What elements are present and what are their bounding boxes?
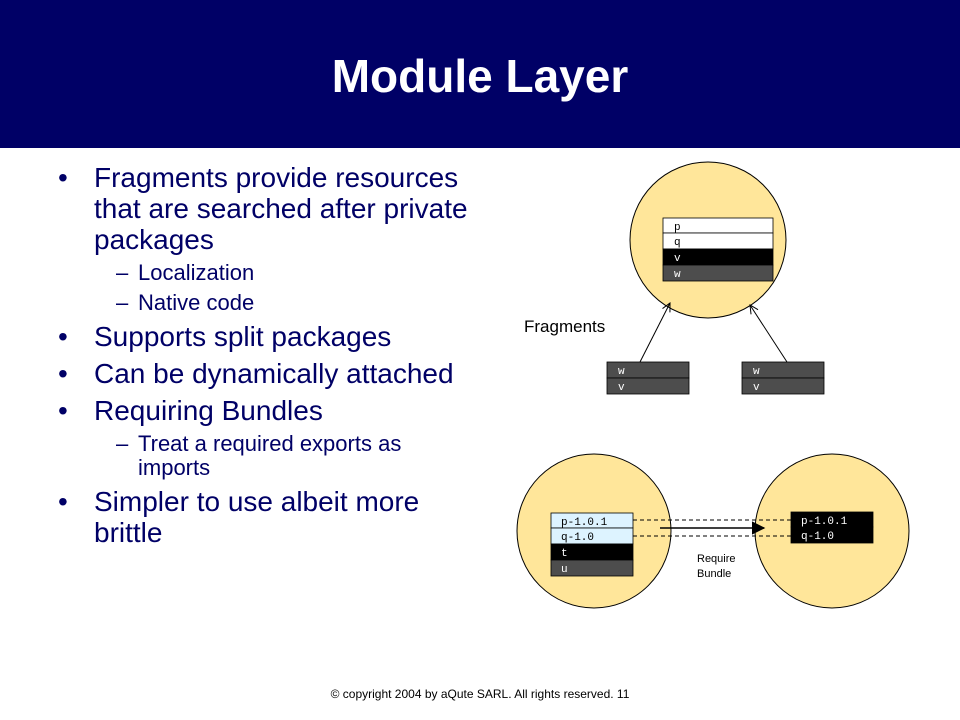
slide-title: Module Layer: [331, 50, 629, 102]
package-name: p: [674, 222, 681, 234]
bullet-text: Supports split packages: [94, 321, 392, 352]
bullet-text: Fragments provide resources that are sea…: [94, 162, 468, 255]
sub-bullet-item: – Treat a required exports as imports: [58, 432, 468, 480]
bullet-text: Simpler to use albeit more brittle: [94, 486, 420, 548]
fragment-arrow: [750, 305, 788, 363]
bullet-item: • Supports split packages: [58, 321, 468, 352]
package-name: q: [674, 237, 681, 249]
package-cell: [662, 217, 774, 234]
package-cell: [741, 377, 825, 395]
package-cell: [606, 361, 690, 379]
sub-bullet-item: – Localization: [58, 261, 468, 285]
bullet-dot: •: [58, 395, 68, 426]
sub-bullet-item: – Native code: [58, 291, 468, 315]
package-cell: [741, 361, 825, 379]
host-package-list: p q v w: [662, 217, 774, 282]
package-cell: [790, 511, 874, 528]
dash-marker: –: [116, 431, 129, 456]
package-cell: [550, 559, 634, 577]
bullet-item: • Fragments provide resources that are s…: [58, 162, 468, 255]
sub-bullet-text: Localization: [138, 260, 255, 285]
dash-marker: –: [116, 260, 129, 285]
dash-marker: –: [116, 290, 129, 315]
package-cell: [662, 264, 774, 282]
bullet-dot: •: [58, 321, 68, 352]
sub-bullet-text: Native code: [138, 290, 255, 315]
package-name: w: [618, 366, 625, 378]
package-cell: [550, 527, 634, 545]
bundle-label: Bundle: [697, 568, 731, 580]
package-name: w: [753, 366, 760, 378]
bullet-text: Requiring Bundles: [94, 395, 323, 426]
bullet-item: • Can be dynamically attached: [58, 358, 468, 389]
package-name: p-1.0.1: [801, 516, 848, 528]
package-name: q-1.0: [801, 531, 834, 543]
bullet-dot: •: [58, 486, 68, 517]
bullet-item: • Simpler to use albeit more brittle: [58, 486, 468, 548]
package-cell: [550, 543, 634, 561]
bullet-list: • Fragments provide resources that are s…: [58, 162, 468, 548]
required-package-list: p-1.0.1 q-1.0: [790, 511, 874, 544]
require-label: Require: [697, 553, 736, 565]
package-name: v: [753, 382, 760, 394]
bullet-dot: •: [58, 358, 68, 389]
package-cell: [662, 248, 774, 266]
fragment-right: w v: [741, 361, 825, 395]
package-cell: [662, 232, 774, 250]
fragment-arrow: [639, 303, 670, 363]
sub-bullet-text: Treat a required exports as imports: [138, 431, 402, 480]
requiring-package-list: p-1.0.1 q-1.0 t u: [550, 512, 634, 577]
package-name: u: [561, 564, 568, 576]
package-name: t: [561, 548, 568, 560]
package-name: v: [674, 253, 681, 265]
package-name: q-1.0: [561, 532, 594, 544]
required-bundle: [754, 453, 910, 609]
package-cell: [606, 377, 690, 395]
bullet-text: Can be dynamically attached: [94, 358, 454, 389]
title-bar: [0, 0, 960, 148]
host-bundle: [629, 161, 787, 319]
package-name: v: [618, 382, 625, 394]
copyright-footer: © copyright 2004 by aQute SARL. All righ…: [330, 687, 630, 701]
fragments-label: Fragments: [524, 317, 605, 336]
requiring-bundle: [516, 453, 672, 609]
bullet-item: • Requiring Bundles: [58, 395, 468, 426]
package-name: p-1.0.1: [561, 517, 608, 529]
fragment-left: w v: [606, 361, 690, 395]
package-cell: [550, 512, 634, 529]
package-cell: [790, 526, 874, 544]
bullet-dot: •: [58, 162, 68, 193]
package-name: w: [674, 269, 681, 281]
